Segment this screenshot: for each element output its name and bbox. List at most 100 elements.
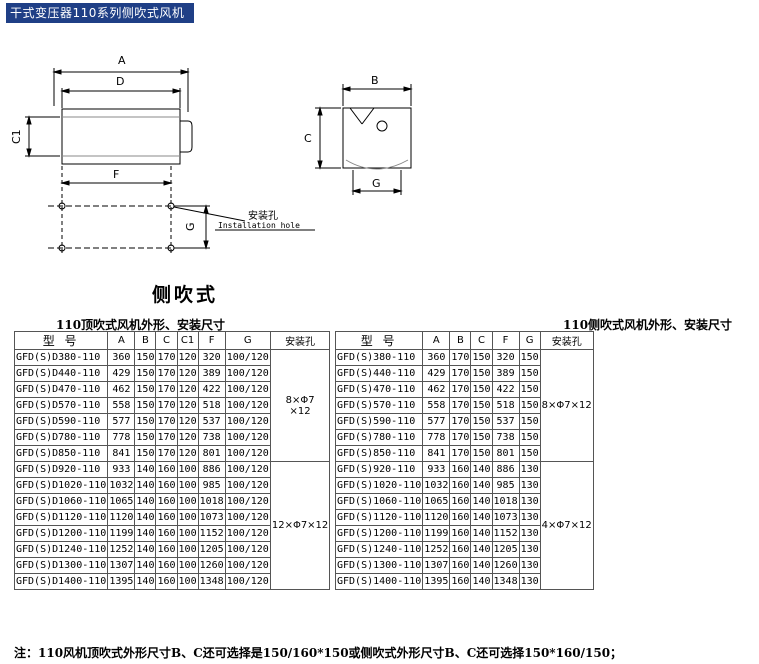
value-cell: 1260 — [197, 557, 226, 574]
value-cell: 160 — [449, 541, 472, 558]
value-cell: 738 — [491, 429, 520, 446]
value-cell: 130 — [518, 573, 541, 590]
value-cell: 150 — [134, 365, 157, 382]
value-cell: 140 — [470, 493, 493, 510]
value-cell: 1065 — [107, 493, 136, 510]
value-cell: 160 — [449, 461, 472, 478]
value-cell: 1065 — [422, 493, 451, 510]
value-cell: 100/120 — [224, 493, 271, 510]
value-cell: 1120 — [107, 509, 136, 526]
model-cell: GFD(S)780-110 — [334, 429, 424, 446]
value-cell: 120 — [176, 413, 199, 430]
mounting-hole-spec: 12×Φ7×12 — [271, 520, 329, 531]
value-cell: 140 — [470, 573, 493, 590]
value-cell: 150 — [470, 445, 493, 462]
value-cell: 160 — [449, 477, 472, 494]
model-cell: GFD(S)D1060-110 — [13, 493, 109, 510]
value-cell: 100/120 — [224, 525, 271, 542]
value-cell: 130 — [518, 509, 541, 526]
value-cell: 1348 — [197, 573, 226, 590]
value-cell: 150 — [134, 429, 157, 446]
value-cell: 150 — [470, 397, 493, 414]
model-cell: GFD(S)D1400-110 — [13, 573, 109, 590]
value-cell: 150 — [134, 445, 157, 462]
value-cell: 140 — [470, 509, 493, 526]
column-header: 安装孔 — [269, 331, 331, 350]
fan-body-side — [61, 108, 181, 165]
value-cell: 150 — [470, 349, 493, 366]
value-cell: 886 — [197, 461, 226, 478]
value-cell: 537 — [197, 413, 226, 430]
value-cell: 140 — [470, 557, 493, 574]
value-cell: 170 — [155, 381, 178, 398]
value-cell: 985 — [197, 477, 226, 494]
model-cell: GFD(S)D1200-110 — [13, 525, 109, 542]
value-cell: 1205 — [197, 541, 226, 558]
model-cell: GFD(S)D920-110 — [13, 461, 109, 478]
value-cell: 120 — [176, 365, 199, 382]
value-cell: 140 — [470, 541, 493, 558]
value-cell: 170 — [449, 365, 472, 382]
dim-label-b: B — [371, 74, 379, 87]
value-cell: 150 — [518, 429, 541, 446]
value-cell: 1252 — [422, 541, 451, 558]
value-cell: 778 — [422, 429, 451, 446]
value-cell: 150 — [518, 445, 541, 462]
value-cell: 130 — [518, 477, 541, 494]
value-cell: 558 — [422, 397, 451, 414]
value-cell: 1120 — [422, 509, 451, 526]
mounting-hole-cell: 4×Φ7×12 — [539, 461, 594, 590]
value-cell: 801 — [197, 445, 226, 462]
column-header: G — [518, 331, 541, 350]
value-cell: 100/120 — [224, 381, 271, 398]
mounting-hole-cell: 12×Φ7×12 — [269, 461, 331, 590]
value-cell: 100/120 — [224, 557, 271, 574]
value-cell: 150 — [134, 349, 157, 366]
value-cell: 778 — [107, 429, 136, 446]
value-cell: 1018 — [197, 493, 226, 510]
dim-label-g-end: G — [372, 177, 381, 190]
value-cell: 429 — [422, 365, 451, 382]
column-header: B — [134, 331, 157, 350]
mounting-hole-spec: ×12 — [289, 405, 311, 417]
mounting-hole-spec: 8×Φ7 — [285, 394, 315, 406]
model-cell: GFD(S)1300-110 — [334, 557, 424, 574]
model-cell: GFD(S)D470-110 — [13, 381, 109, 398]
value-cell: 1199 — [107, 525, 136, 542]
value-cell: 140 — [134, 477, 157, 494]
value-cell: 140 — [134, 525, 157, 542]
left-table-caption: 110顶吹式风机外形、安装尺寸 — [56, 318, 226, 332]
value-cell: 120 — [176, 397, 199, 414]
value-cell: 841 — [422, 445, 451, 462]
value-cell: 100/120 — [224, 429, 271, 446]
dim-label-f: F — [113, 168, 119, 181]
model-cell: GFD(S)570-110 — [334, 397, 424, 414]
value-cell: 1205 — [491, 541, 520, 558]
value-cell: 100/120 — [224, 365, 271, 382]
value-cell: 150 — [470, 365, 493, 382]
model-cell: GFD(S)1060-110 — [334, 493, 424, 510]
column-header: F — [197, 331, 226, 350]
value-cell: 130 — [518, 493, 541, 510]
value-cell: 160 — [155, 493, 178, 510]
hole-label-cn: 安装孔 — [248, 209, 278, 222]
model-cell: GFD(S)1120-110 — [334, 509, 424, 526]
value-cell: 1152 — [491, 525, 520, 542]
value-cell: 160 — [449, 525, 472, 542]
value-cell: 140 — [134, 541, 157, 558]
model-cell: GFD(S)1020-110 — [334, 477, 424, 494]
value-cell: 140 — [134, 461, 157, 478]
model-cell: GFD(S)380-110 — [334, 349, 424, 366]
value-cell: 150 — [134, 397, 157, 414]
value-cell: 100 — [176, 509, 199, 526]
dim-label-c: C — [304, 132, 312, 145]
value-cell: 160 — [155, 573, 178, 590]
